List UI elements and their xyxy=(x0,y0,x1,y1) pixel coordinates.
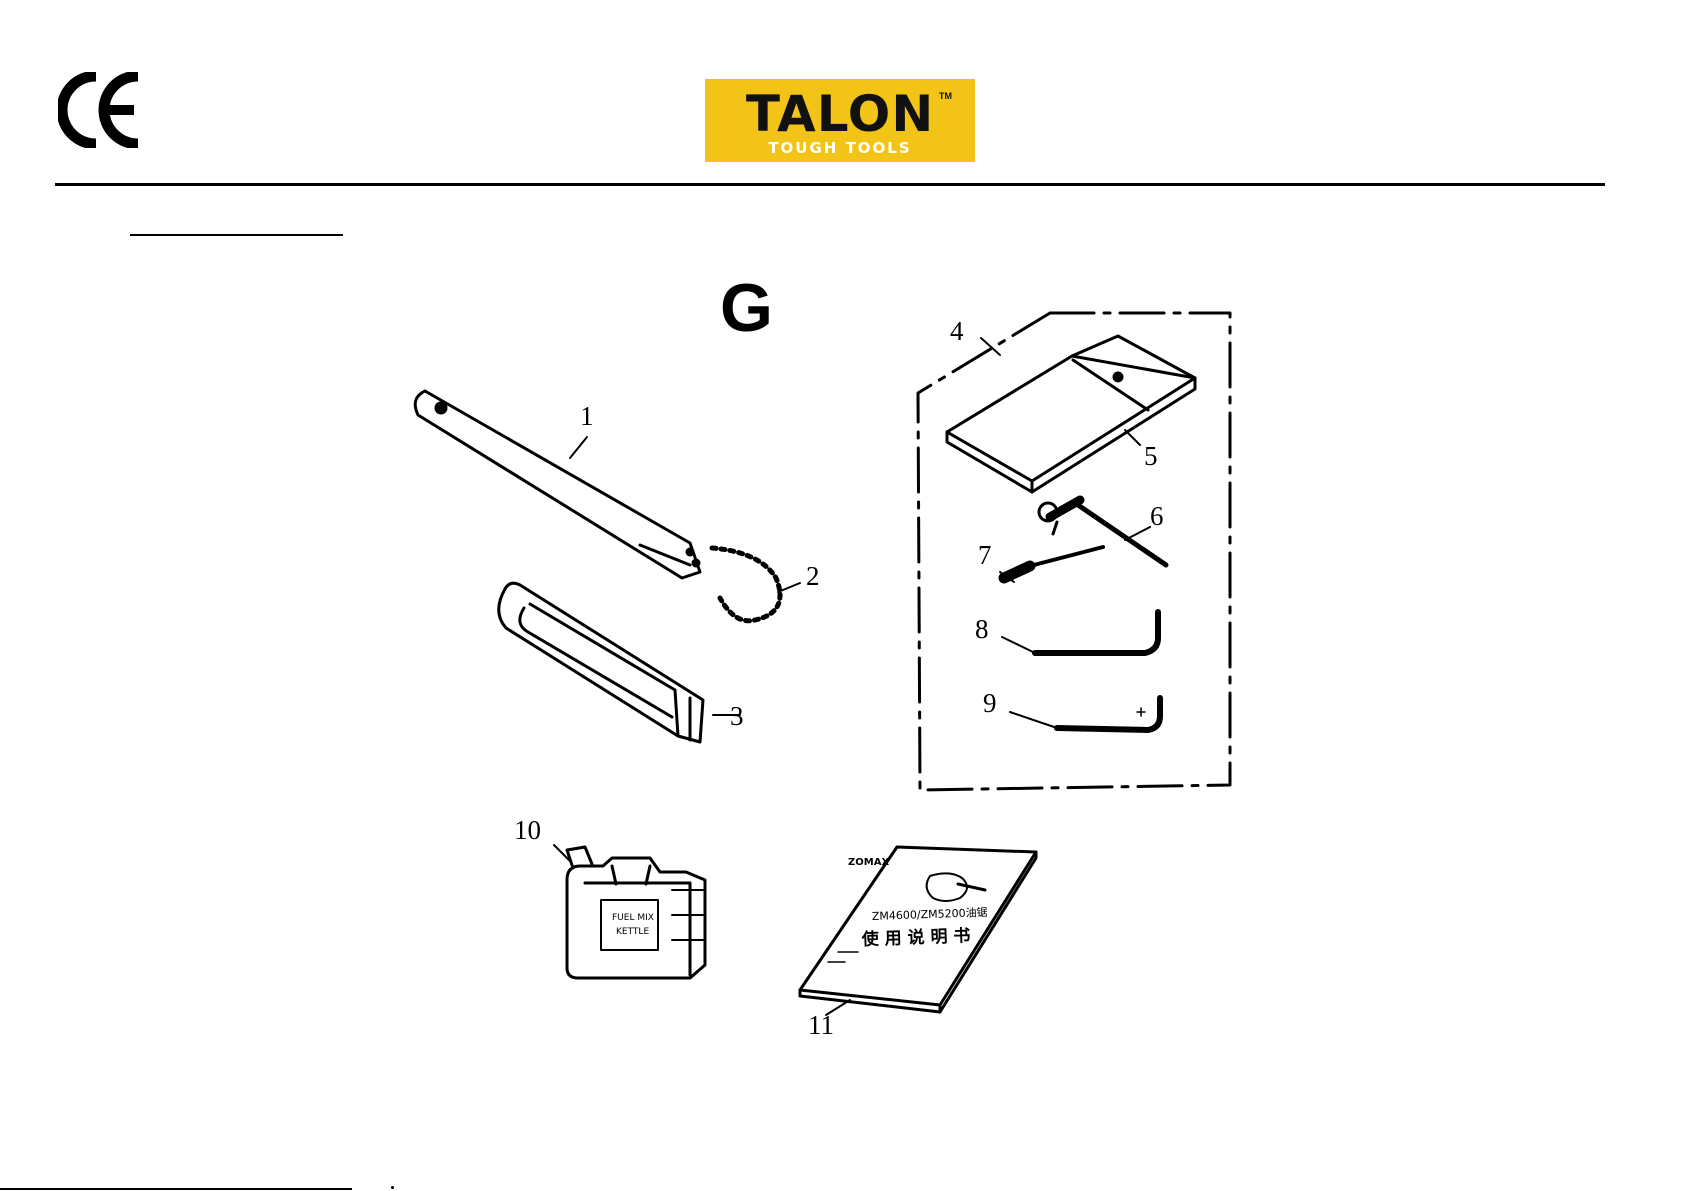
manual-model-line: ZM4600/ZM5200油锯 xyxy=(872,905,988,923)
manual-title: 使 用 说 明 书 xyxy=(860,925,970,950)
callout-1: 1 xyxy=(580,403,594,430)
callout-11: 11 xyxy=(808,1012,834,1039)
manual-brand: ZOMAX xyxy=(848,857,889,868)
callout-8: 8 xyxy=(975,616,989,643)
callout-7: 7 xyxy=(978,542,992,569)
guide-bar-part xyxy=(415,391,700,578)
saw-chain-part xyxy=(712,548,780,621)
kettle-label-line-1: FUEL MIX xyxy=(612,913,654,923)
footer-divider xyxy=(0,1188,352,1190)
callout-4: 4 xyxy=(950,318,964,345)
tool-bag-part xyxy=(947,336,1195,492)
hex-key-small-part xyxy=(1057,698,1160,730)
callout-5: 5 xyxy=(1144,443,1158,470)
callout-10: 10 xyxy=(514,817,541,844)
callout-9: 9 xyxy=(983,690,997,717)
callout-3: 3 xyxy=(730,703,744,730)
kettle-label-line-2: KETTLE xyxy=(616,927,649,937)
spanner-part xyxy=(1039,500,1166,565)
bar-cover-part xyxy=(499,583,703,742)
footer-mark xyxy=(391,1186,394,1189)
hex-key-large-part xyxy=(1035,612,1158,653)
file-tool-part xyxy=(1004,547,1103,578)
callout-2: 2 xyxy=(806,563,820,590)
callout-6: 6 xyxy=(1150,503,1164,530)
